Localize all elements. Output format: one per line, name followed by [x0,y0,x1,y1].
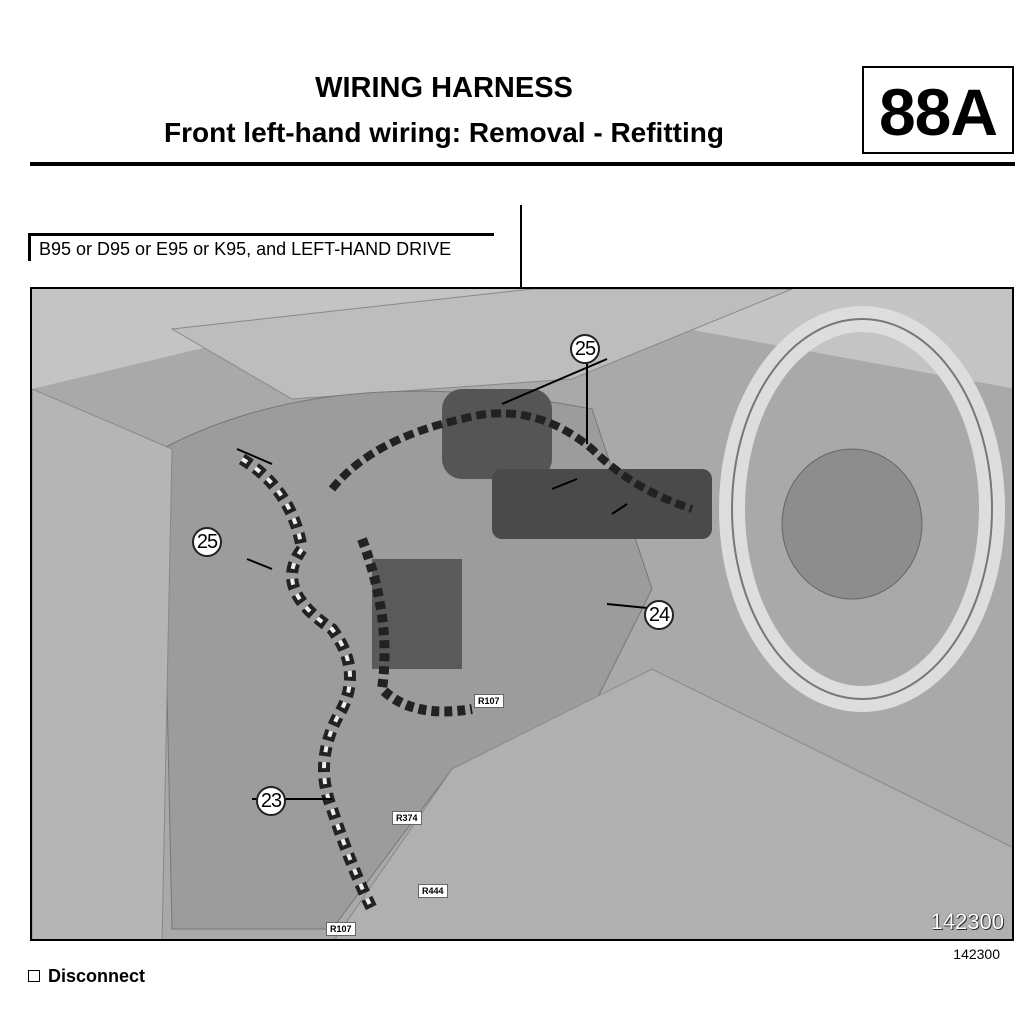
connector-label-r374: R374 [392,811,422,825]
figure-number: 142300 [930,909,1004,934]
wiring-illustration: 25 25 24 23 R107 R374 R444 R107 142300 [30,287,1014,941]
applicability-condition: B95 or D95 or E95 or K95, and LEFT-HAND … [28,233,494,261]
connector-label-r444: R444 [418,884,448,898]
dashboard-drawing [32,289,1012,939]
page-subtitle: Front left-hand wiring: Removal - Refitt… [164,117,724,148]
checkbox-bullet-icon [28,970,40,982]
callout-23: 23 [256,786,286,816]
step-text: Disconnect [48,966,146,982]
connector-label-r107-lower: R107 [326,922,356,936]
callout-25-left: 25 [192,527,222,557]
header-divider [30,162,1015,166]
connector-label-r107: R107 [474,694,504,708]
section-code: 88A [862,66,1014,154]
callout-25-top: 25 [570,334,600,364]
callout-24: 24 [644,600,674,630]
page-title: WIRING HARNESS [315,72,573,104]
procedure-step: Disconnect [28,966,145,982]
column-divider [520,205,522,287]
figure-reference: 142300 [953,946,1000,962]
